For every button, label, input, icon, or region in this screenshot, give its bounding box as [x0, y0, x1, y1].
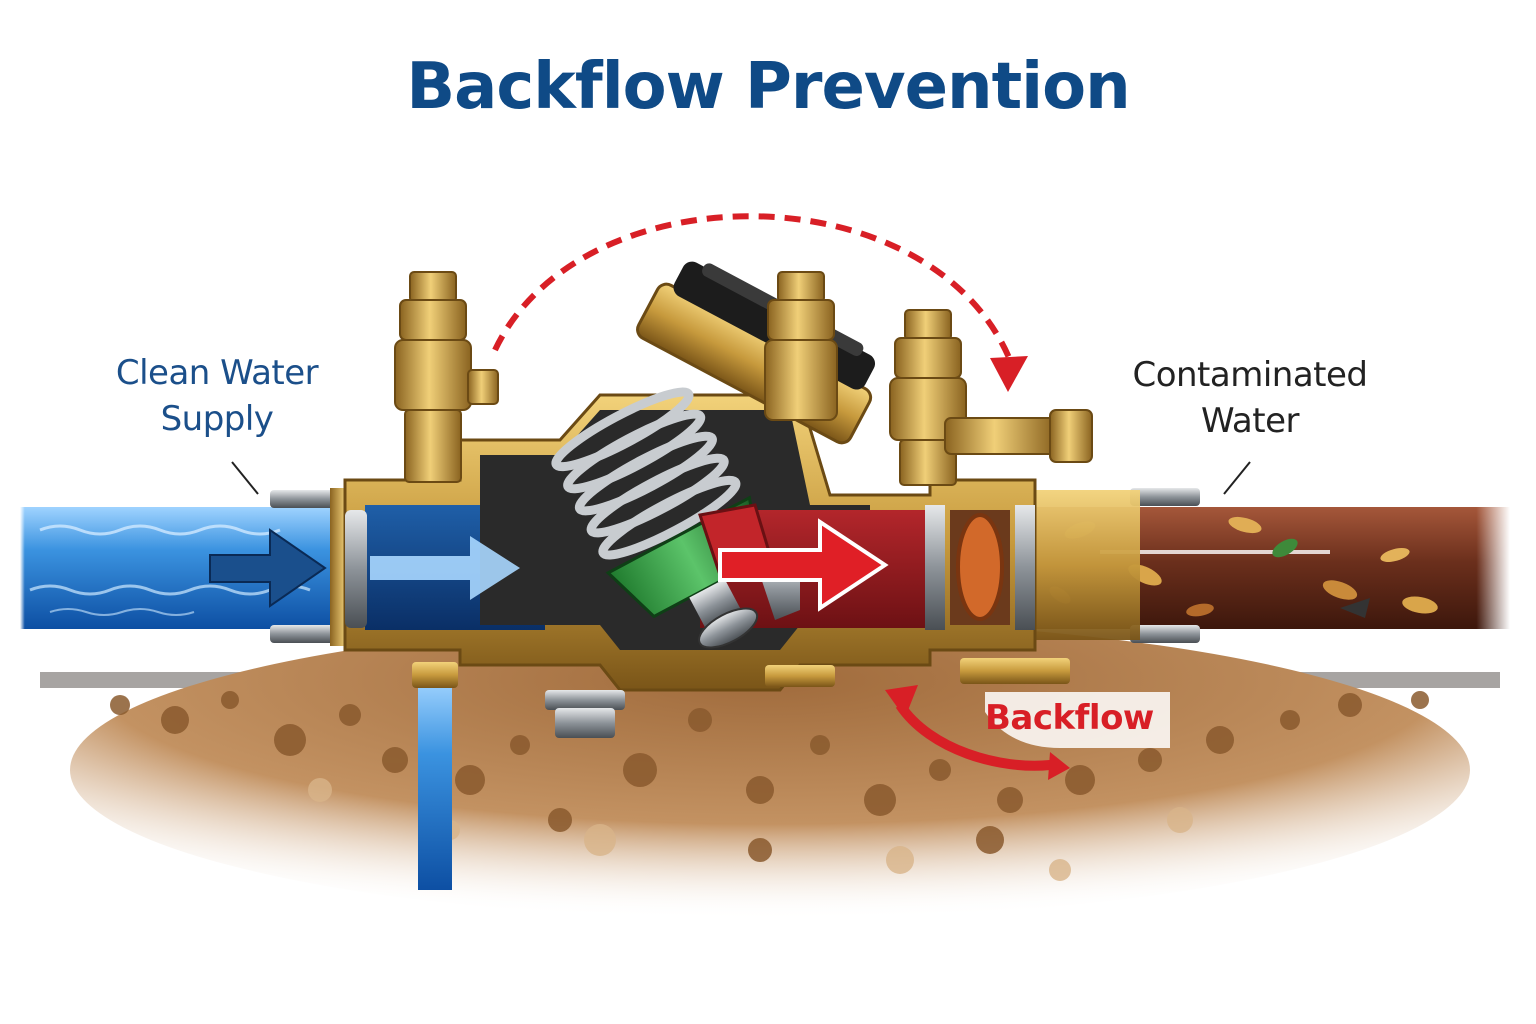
- clean-flow-arrow: [209, 528, 327, 608]
- contaminated-leader-line: [1223, 461, 1251, 495]
- dashed-backflow-arrow: [492, 213, 1028, 392]
- page-title: Backflow Prevention: [406, 50, 1130, 124]
- bottom-test-port: [545, 658, 1070, 738]
- test-cock-1: [394, 271, 499, 483]
- test-cock-3: [889, 309, 1093, 486]
- clean-water-label: Clean Water Supply: [92, 350, 342, 442]
- contaminated-water-label-line1: Contaminated: [1132, 355, 1368, 395]
- contaminated-water-label-line2: Water: [1200, 401, 1300, 441]
- clean-water-label-line2: Supply: [160, 399, 274, 439]
- clean-water-label-line1: Clean Water: [115, 353, 319, 393]
- test-cock-2: [764, 271, 838, 421]
- drain-pipe: [412, 662, 458, 890]
- inner-flow-arrow: [370, 536, 520, 600]
- clean-leader-line: [231, 461, 259, 495]
- soil-rocks: [110, 691, 1429, 862]
- backflow-curved-arrow: [885, 685, 1170, 780]
- check-valve-spring: [551, 387, 762, 649]
- contaminated-water-label: Contaminated Water: [1110, 352, 1390, 444]
- clean-water-pipe: [20, 500, 350, 640]
- outlet-flow-arrow: [718, 518, 889, 612]
- backflow-label: Backflow: [985, 698, 1154, 738]
